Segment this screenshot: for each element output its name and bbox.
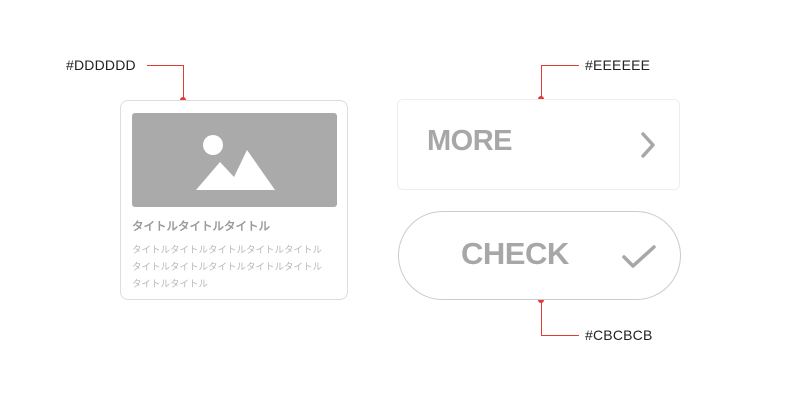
- leader-line-more-horizontal: [541, 65, 579, 66]
- leader-dot-check: [538, 297, 544, 303]
- card-body-line: タイトルタイトル: [132, 279, 209, 290]
- chevron-right-icon: [641, 132, 655, 158]
- checkmark-icon: [622, 245, 656, 268]
- leader-line-card-vertical: [183, 65, 184, 100]
- annotation-check-border-color: #CBCBCB: [585, 327, 653, 343]
- annotation-card-border-color: #DDDDDD: [66, 57, 136, 73]
- annotation-more-border-color: #EEEEEE: [585, 57, 651, 73]
- card-image-placeholder: [132, 113, 337, 207]
- content-card[interactable]: タイトルタイトルタイトル タイトルタイトルタイトルタイトルタイトル タイトルタイ…: [120, 100, 348, 300]
- card-body-line: タイトルタイトルタイトルタイトルタイトル: [132, 262, 323, 273]
- card-body-text: タイトルタイトルタイトルタイトルタイトル タイトルタイトルタイトルタイトルタイト…: [132, 242, 342, 293]
- leader-line-card-horizontal: [147, 65, 183, 66]
- more-button[interactable]: MORE: [397, 99, 680, 190]
- more-button-label: MORE: [427, 125, 513, 157]
- image-placeholder-icon: [196, 135, 275, 190]
- leader-line-check-vertical: [541, 300, 542, 335]
- check-button[interactable]: CHECK: [398, 211, 681, 300]
- leader-line-check-horizontal: [541, 335, 579, 336]
- leader-line-more-vertical: [541, 65, 542, 99]
- card-title: タイトルタイトルタイトル: [132, 219, 270, 233]
- card-body-line: タイトルタイトルタイトルタイトルタイトル: [132, 245, 323, 256]
- check-button-label: CHECK: [461, 236, 569, 271]
